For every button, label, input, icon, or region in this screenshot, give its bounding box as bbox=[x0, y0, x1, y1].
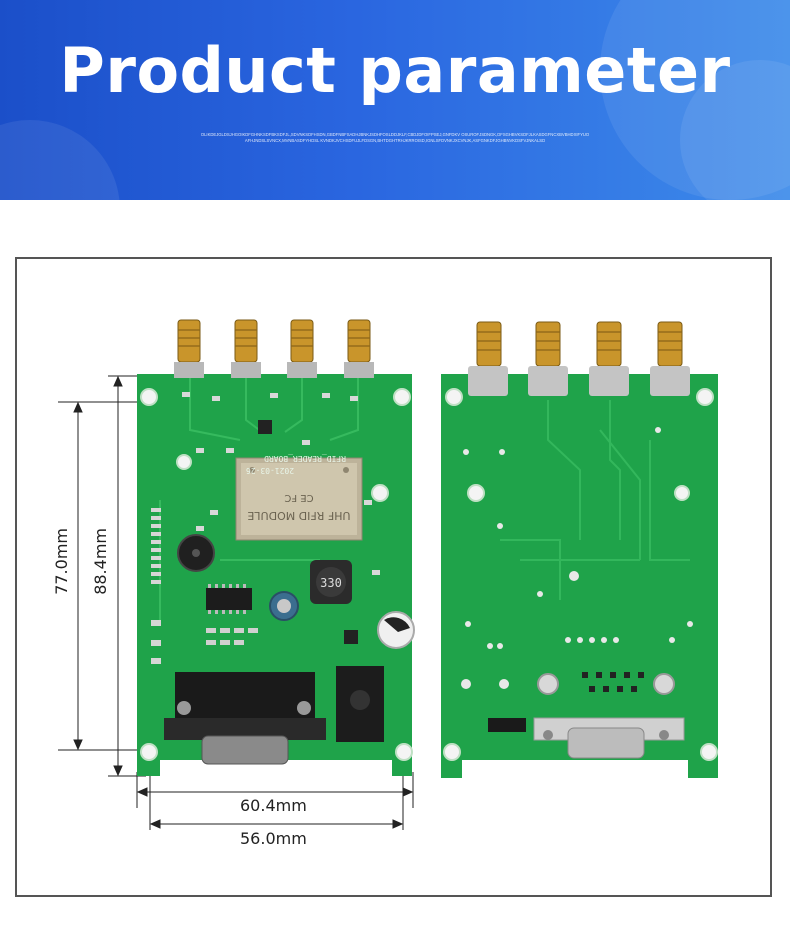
width-outer-label: 60.4mm bbox=[240, 796, 307, 815]
module-label: UHF RFID MODULE bbox=[247, 509, 350, 522]
inductor-label: 330 bbox=[320, 576, 342, 590]
svg-text:CE FC: CE FC bbox=[284, 492, 313, 503]
pcb-back bbox=[441, 321, 718, 778]
dimension-lines bbox=[58, 375, 414, 830]
page-title: Product parameter bbox=[59, 34, 731, 107]
db9-connector-front bbox=[164, 672, 326, 765]
header-banner: Product parameter OLIKDEJGLDSJHGOIKDFGHN… bbox=[0, 0, 790, 200]
height-inner-label: 77.0mm bbox=[52, 528, 71, 595]
silk-title: RFID_READER_BOARD bbox=[264, 454, 346, 463]
banner-fine-print: OLIKDEJGLDSJHGOIKDFGHNKSDFBKSDFJL,SDVNKS… bbox=[200, 132, 590, 143]
inductor: 330 bbox=[310, 560, 352, 604]
uhf-rfid-module: UHF RFID MODULE CE FC bbox=[235, 457, 363, 541]
width-inner-label: 56.0mm bbox=[240, 829, 307, 848]
height-outer-label: 88.4mm bbox=[91, 528, 110, 595]
silk-date: 2021-03-26 bbox=[246, 466, 294, 475]
pcb-front: UHF RFID MODULE CE FC RFID_READER_BOARD … bbox=[137, 319, 415, 778]
antenna-connectors-front bbox=[174, 319, 374, 378]
